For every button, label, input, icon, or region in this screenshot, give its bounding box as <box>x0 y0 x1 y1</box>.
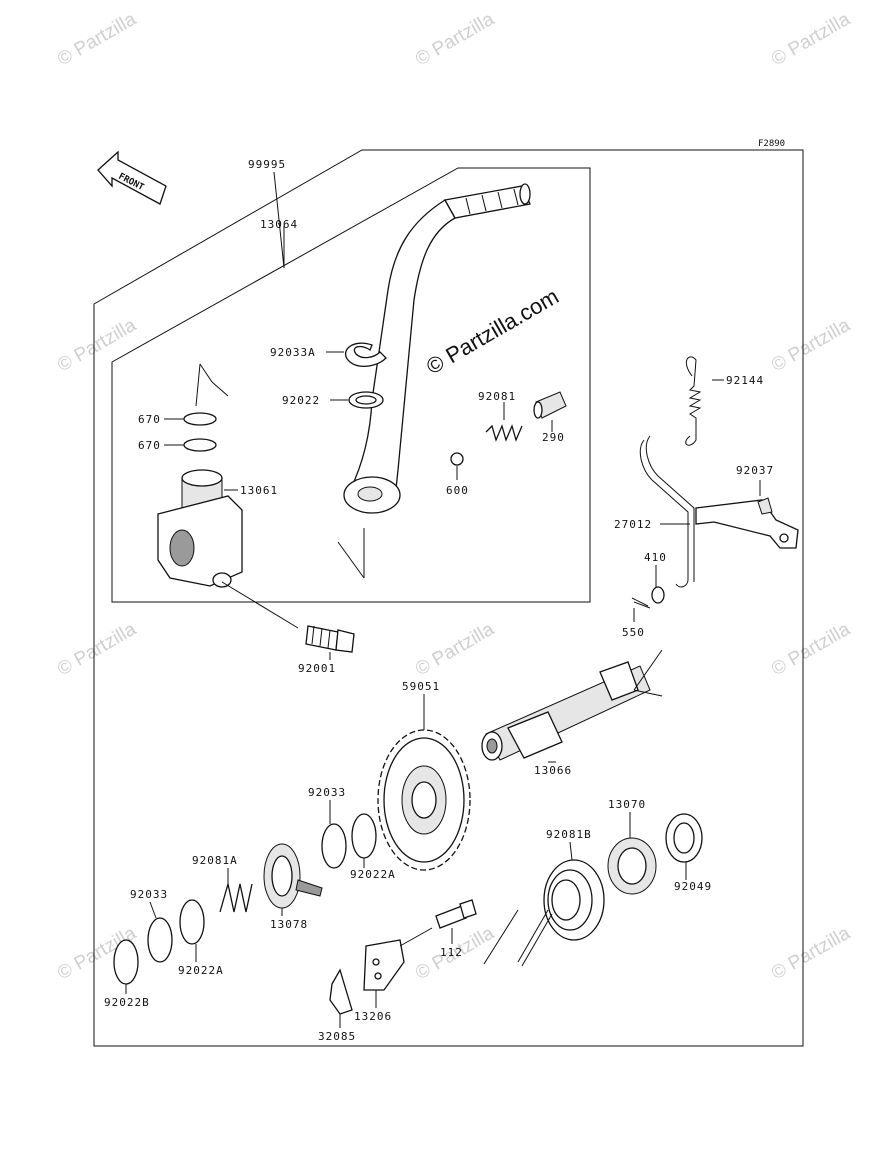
label-112: 112 <box>440 946 463 959</box>
cotter-pin-550 <box>631 597 651 609</box>
label-92144: 92144 <box>726 374 764 387</box>
label-92033: 92033 <box>308 786 346 799</box>
washer-92022B <box>113 939 139 985</box>
leader-lines <box>125 171 761 1028</box>
label-600: 600 <box>446 484 469 497</box>
spring-92081A <box>219 883 253 913</box>
label-92022A: 92022A <box>178 964 224 977</box>
label-92033A: 92033A <box>270 346 316 359</box>
bushing-92049 <box>665 813 703 863</box>
watermark-text: © Partzilla <box>768 922 854 984</box>
label-410: 410 <box>644 551 667 564</box>
label-99995: 99995 <box>248 158 286 171</box>
label-92022A: 92022A <box>350 868 396 881</box>
label-92022: 92022 <box>282 394 320 407</box>
o-ring-670 <box>183 412 217 426</box>
outer-assembly-outline <box>93 149 804 1047</box>
rod-27012 <box>639 439 689 588</box>
label-59051: 59051 <box>402 680 440 693</box>
watermark-text: © Partzilla <box>54 618 140 680</box>
label-13066: 13066 <box>534 764 572 777</box>
plate-32085 <box>329 968 353 1015</box>
label-32085: 32085 <box>318 1030 356 1043</box>
watermark-text: © Partzilla <box>768 8 854 70</box>
label-550: 550 <box>622 626 645 639</box>
o-ring-670 <box>183 438 217 452</box>
bolt-112 <box>435 899 477 929</box>
washer-92022A <box>179 899 205 945</box>
circlip-92033A <box>344 342 387 368</box>
figure-code: F2890 <box>758 139 785 149</box>
watermark-text: © Partzilla <box>768 618 854 680</box>
inner-assembly-outline <box>111 167 591 603</box>
label-670: 670 <box>138 413 161 426</box>
watermark-text: © Partzilla <box>768 314 854 376</box>
kick-shaft-13066 <box>481 661 651 761</box>
label-670: 670 <box>138 439 161 452</box>
kick-boss-13061 <box>157 469 243 588</box>
label-13061: 13061 <box>240 484 278 497</box>
spring-92144 <box>685 356 702 446</box>
washer-410 <box>651 586 665 604</box>
ratchet-13078 <box>263 843 323 909</box>
label-13078: 13078 <box>270 918 308 931</box>
spring-92081B <box>517 859 605 967</box>
label-92049: 92049 <box>674 880 712 893</box>
watermark-center-text: © Partzilla.com <box>422 284 563 380</box>
kick-pedal-arm <box>343 183 531 514</box>
label-92081B: 92081B <box>546 828 592 841</box>
label-13064: 13064 <box>260 218 298 231</box>
circlip-92033 <box>147 917 173 963</box>
pin-290 <box>533 391 567 419</box>
watermark-text: © Partzilla <box>54 8 140 70</box>
part-labels: 99995 13064 92033A 92022 92081 290 670 6… <box>104 158 774 1043</box>
bolt-92001 <box>305 625 355 653</box>
circlip-92033 <box>321 823 347 869</box>
watermark-text: © Partzilla <box>412 618 498 680</box>
label-92033: 92033 <box>130 888 168 901</box>
label-92081A: 92081A <box>192 854 238 867</box>
gear-59051 <box>377 729 471 871</box>
label-92022B: 92022B <box>104 996 150 1009</box>
collar-13070 <box>607 837 657 895</box>
spring-92081 <box>485 424 523 442</box>
front-arrow-icon: FRONT <box>97 150 167 205</box>
lever-92037 <box>695 497 799 549</box>
label-290: 290 <box>542 431 565 444</box>
washer-92022A <box>351 813 377 859</box>
label-27012: 27012 <box>614 518 652 531</box>
label-92081: 92081 <box>478 390 516 403</box>
label-13206: 13206 <box>354 1010 392 1023</box>
watermark-text: © Partzilla <box>412 8 498 70</box>
label-92001: 92001 <box>298 662 336 675</box>
label-92037: 92037 <box>736 464 774 477</box>
ball-600 <box>450 452 464 466</box>
guide-13206 <box>363 939 405 991</box>
watermark-text: © Partzilla <box>54 314 140 376</box>
label-13070: 13070 <box>608 798 646 811</box>
